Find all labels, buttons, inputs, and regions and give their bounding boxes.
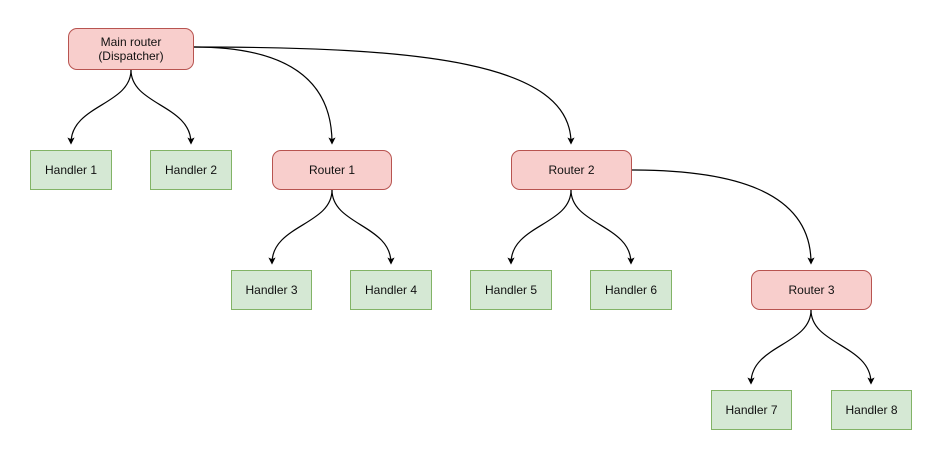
node-label-handler-4: Handler 4 xyxy=(364,283,418,297)
node-handler-8[interactable]: Handler 8 xyxy=(831,390,912,430)
edge-router-2-to-handler-6 xyxy=(570,189,635,265)
node-label-handler-8: Handler 8 xyxy=(845,403,898,417)
edge-main-to-router-1 xyxy=(193,46,336,145)
edges-group xyxy=(67,46,875,385)
edge-main-to-handler-1 xyxy=(67,69,132,145)
node-handler-2[interactable]: Handler 2 xyxy=(150,150,232,190)
node-router-2[interactable]: Router 2 xyxy=(511,150,632,190)
node-label-handler-7: Handler 7 xyxy=(725,403,778,417)
node-label-router-2: Router 2 xyxy=(548,163,595,177)
edge-router-3-to-handler-7 xyxy=(747,309,812,385)
node-handler-6[interactable]: Handler 6 xyxy=(590,270,672,310)
edge-router-1-to-handler-3 xyxy=(268,189,333,265)
node-label-router-1: Router 1 xyxy=(308,163,356,177)
edge-router-2-to-handler-5 xyxy=(507,189,572,265)
node-label-handler-2: Handler 2 xyxy=(164,163,218,177)
node-handler-1[interactable]: Handler 1 xyxy=(30,150,112,190)
edge-router-3-to-handler-8 xyxy=(810,309,875,385)
edge-router-2-to-router-3 xyxy=(631,169,815,265)
node-label-handler-6: Handler 6 xyxy=(604,283,658,297)
node-handler-4[interactable]: Handler 4 xyxy=(350,270,432,310)
node-label-handler-1: Handler 1 xyxy=(44,163,98,177)
edge-main-to-router-2 xyxy=(193,46,575,145)
node-label-handler-5: Handler 5 xyxy=(484,283,538,297)
node-router-3[interactable]: Router 3 xyxy=(751,270,872,310)
node-handler-5[interactable]: Handler 5 xyxy=(470,270,552,310)
edge-main-to-handler-2 xyxy=(130,69,195,145)
node-label-router-3: Router 3 xyxy=(788,283,835,297)
node-label-main-router: Main router (Dispatcher) xyxy=(98,35,164,63)
node-label-handler-3: Handler 3 xyxy=(245,283,298,297)
edge-router-1-to-handler-4 xyxy=(331,189,395,265)
node-handler-3[interactable]: Handler 3 xyxy=(231,270,312,310)
node-router-1[interactable]: Router 1 xyxy=(272,150,392,190)
node-main-router[interactable]: Main router (Dispatcher) xyxy=(68,28,194,70)
node-handler-7[interactable]: Handler 7 xyxy=(711,390,792,430)
